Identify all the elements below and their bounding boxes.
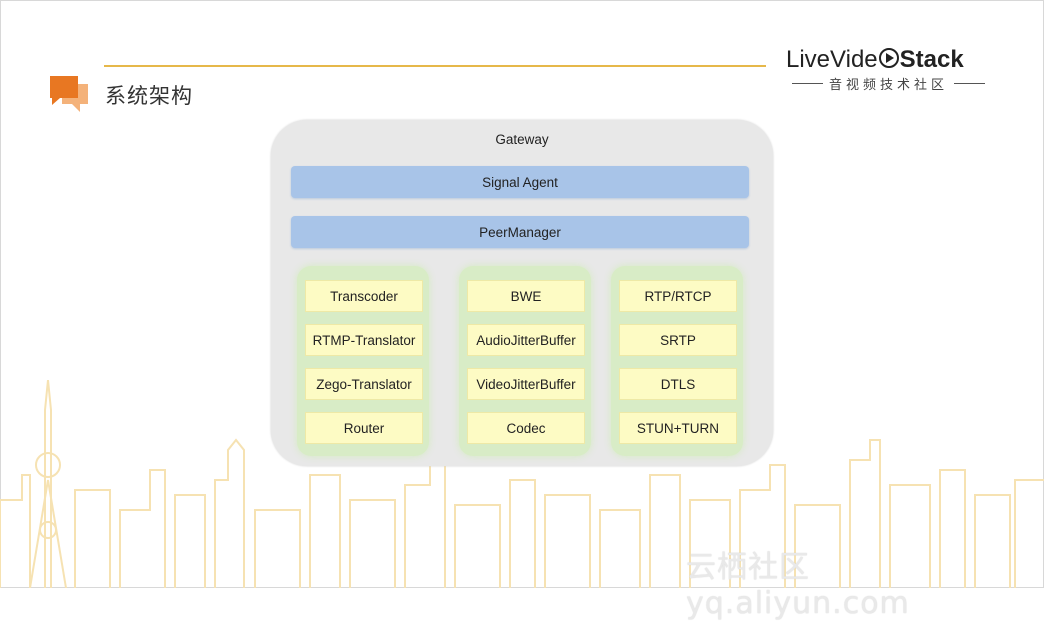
module-box: RTMP-Translator xyxy=(305,324,423,356)
gateway-container: Gateway Signal Agent PeerManager Transco… xyxy=(271,120,773,466)
module-group-translation: Transcoder RTMP-Translator Zego-Translat… xyxy=(297,266,429,456)
logo-wordmark: LiveVide Stack xyxy=(786,46,964,74)
module-box: RTP/RTCP xyxy=(619,280,737,312)
module-box: DTLS xyxy=(619,368,737,400)
livevideostack-logo: LiveVide Stack 音视频技术社区 xyxy=(786,46,991,94)
module-group-transport: RTP/RTCP SRTP DTLS STUN+TURN xyxy=(611,266,743,456)
module-box: Router xyxy=(305,412,423,444)
module-group-media: BWE AudioJitterBuffer VideoJitterBuffer … xyxy=(459,266,591,456)
module-box: VideoJitterBuffer xyxy=(467,368,585,400)
logo-video: Vide xyxy=(830,46,878,73)
logo-tagline: 音视频技术社区 xyxy=(829,78,949,93)
logo-tagline-row: 音视频技术社区 xyxy=(786,74,991,93)
module-box: Zego-Translator xyxy=(305,368,423,400)
module-box: Transcoder xyxy=(305,280,423,312)
speech-bubble-icon xyxy=(50,76,88,112)
module-box: AudioJitterBuffer xyxy=(467,324,585,356)
tagline-dash-right xyxy=(954,83,986,84)
page-title: 系统架构 xyxy=(105,84,193,108)
signal-agent-layer: Signal Agent xyxy=(291,166,749,198)
play-icon xyxy=(878,48,899,68)
module-box: Codec xyxy=(467,412,585,444)
watermark-text: 云栖社区 yq.aliyun.com xyxy=(686,550,910,621)
logo-stack: Stack xyxy=(899,46,964,73)
module-box: STUN+TURN xyxy=(619,412,737,444)
header-divider xyxy=(104,65,766,67)
module-box: SRTP xyxy=(619,324,737,356)
module-box: BWE xyxy=(467,280,585,312)
peer-manager-layer: PeerManager xyxy=(291,216,749,248)
skyline-decoration xyxy=(0,380,1044,588)
tagline-dash-left xyxy=(792,83,823,84)
logo-live: Live xyxy=(786,46,831,73)
gateway-label: Gateway xyxy=(495,132,549,147)
